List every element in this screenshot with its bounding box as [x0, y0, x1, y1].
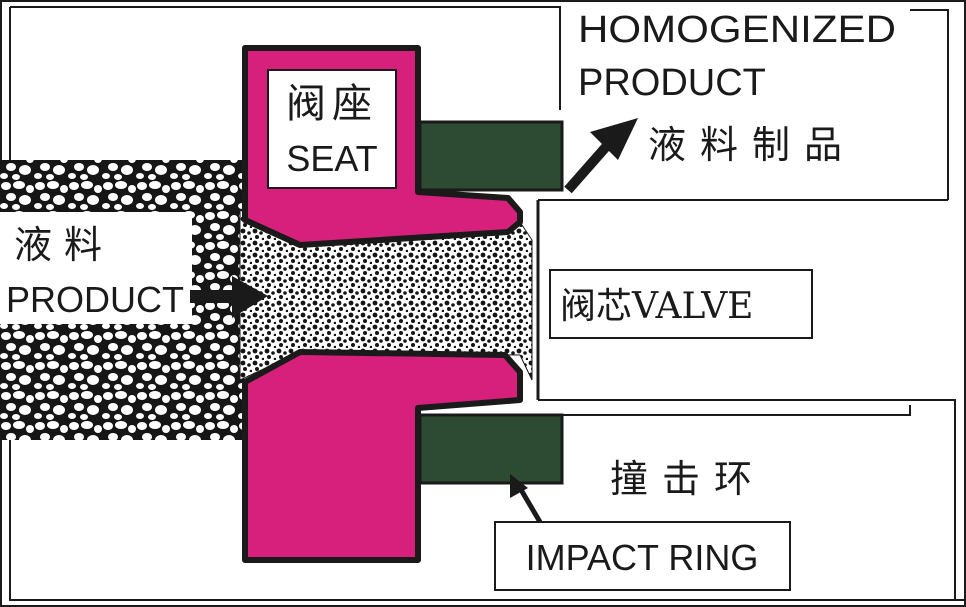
valve-label-box — [549, 269, 813, 339]
impact-ring-lower — [418, 413, 564, 485]
product-label-cn: 液料 — [14, 223, 114, 267]
impact-ring-upper — [418, 120, 564, 192]
impact-ring-label-cn: 撞击环 — [610, 457, 766, 501]
valve-label: 阀芯VALVE — [560, 286, 753, 327]
product-label-bg — [0, 212, 192, 324]
homogenized-label-line2: PRODUCT — [578, 62, 766, 104]
homogenized-label-line1: HOMOGENIZED — [578, 9, 896, 51]
valve-seat-lower — [242, 349, 523, 563]
product-label-en: PRODUCT — [6, 279, 184, 320]
impact-ring-label-en: IMPACT RING — [526, 537, 759, 578]
arrow-up-left-icon — [510, 474, 543, 524]
arrow-up-right-icon — [564, 118, 638, 194]
seat-label-box — [267, 69, 397, 189]
homogenized-label-cn: 液料制品 — [648, 123, 856, 167]
impact-ring-label-box — [494, 521, 791, 591]
arrow-right-icon — [190, 276, 268, 318]
seat-label-cn: 阀座 — [286, 81, 378, 127]
seat-label-en: SEAT — [286, 138, 377, 179]
